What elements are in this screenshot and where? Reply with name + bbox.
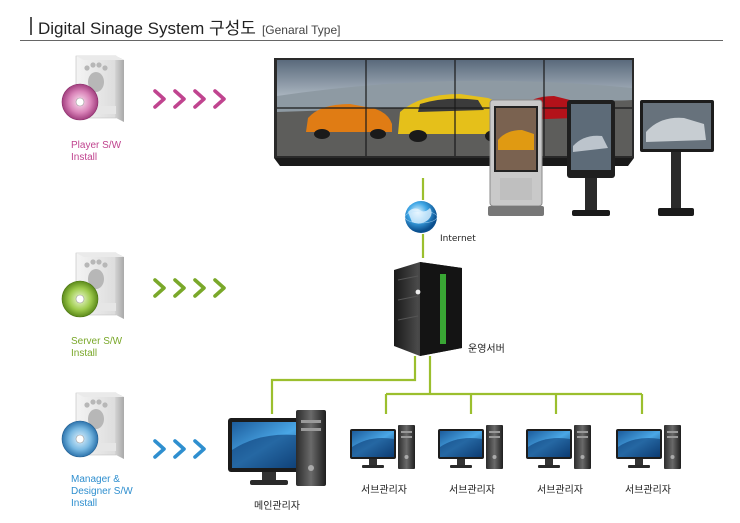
chevron-right-icon [193, 278, 206, 298]
chevron-right-icon [153, 278, 166, 298]
server-arrows [153, 278, 226, 298]
title-main: Digital Sinage System 구성도 [38, 19, 256, 38]
server-software-box-icon [61, 252, 125, 320]
main-admin-label: 메인관리자 [254, 501, 300, 512]
chevron-right-icon [193, 89, 206, 109]
globe-icon [404, 201, 438, 233]
player-install-label: Player S/W Install [71, 140, 122, 163]
server-install-label: Server S/W Install [71, 336, 123, 359]
player-software-box-icon [61, 55, 125, 123]
network-lines [270, 178, 644, 414]
title-divider [20, 40, 723, 41]
manager-arrows [153, 439, 206, 459]
server-icon [394, 262, 462, 356]
main-computer-icon [228, 410, 326, 486]
sub-computer-icon-2 [438, 425, 503, 469]
chevron-right-icon [173, 89, 186, 109]
sub-admin-label-3: 서브관리자 [537, 485, 583, 496]
sub-computer-icon-1 [350, 425, 415, 469]
chevron-right-icon [173, 278, 186, 298]
chevron-right-icon [213, 278, 226, 298]
sub-admin-label-4: 서브관리자 [625, 485, 671, 496]
chevron-right-icon [173, 439, 186, 459]
server-label: 운영서버 [468, 344, 505, 355]
kiosk-display-icon [488, 99, 544, 216]
stand-monitor-icon [640, 100, 714, 216]
manager-software-box-icon [61, 392, 125, 460]
chevron-right-icon [193, 439, 206, 459]
chevron-right-icon [213, 89, 226, 109]
stand-display-icon [567, 100, 615, 216]
manager-install-label: Manager & Designer S/W Install [71, 474, 133, 509]
chevron-right-icon [153, 89, 166, 109]
title-sub: [Genaral Type] [261, 23, 341, 37]
sub-admin-label-2: 서브관리자 [449, 485, 495, 496]
sub-computer-icon-4 [616, 425, 681, 469]
internet-label: Internet [440, 234, 476, 244]
title-marker [30, 17, 32, 35]
sub-admin-label-1: 서브관리자 [361, 485, 407, 496]
sub-computer-icon-3 [526, 425, 591, 469]
player-arrows [153, 89, 226, 109]
chevron-right-icon [153, 439, 166, 459]
